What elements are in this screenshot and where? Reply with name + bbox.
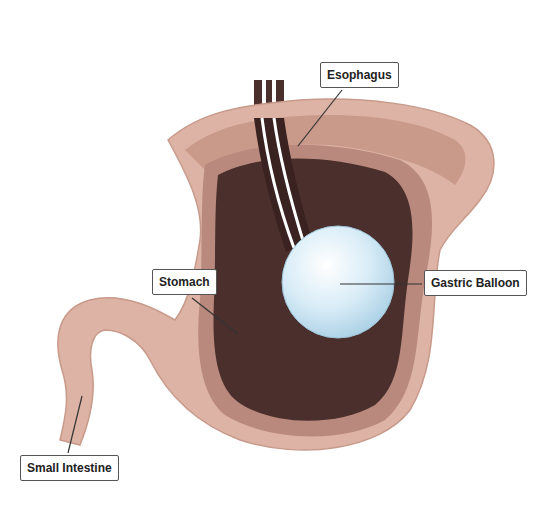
- part-label: Small Intestine: [27, 461, 112, 475]
- label-box: Gastric Balloon: [424, 270, 527, 296]
- leader-line: [340, 283, 422, 284]
- esophagus-inner: [254, 118, 312, 252]
- leader-line: [298, 90, 342, 146]
- part-label: Esophagus: [327, 68, 392, 82]
- esophagus-stripe: [274, 118, 304, 244]
- part-label: Gastric Balloon: [431, 276, 520, 290]
- gastric-balloon: [282, 226, 394, 338]
- leader-line: [192, 298, 238, 334]
- part-label: Stomach: [159, 275, 210, 289]
- label-box: Small Intestine: [20, 455, 119, 481]
- label-box: Esophagus: [320, 62, 399, 88]
- leader-line: [68, 396, 82, 453]
- stomach-cavity: [213, 158, 412, 420]
- label-box: Stomach: [152, 269, 217, 295]
- stomach-inner-wall: [198, 145, 432, 437]
